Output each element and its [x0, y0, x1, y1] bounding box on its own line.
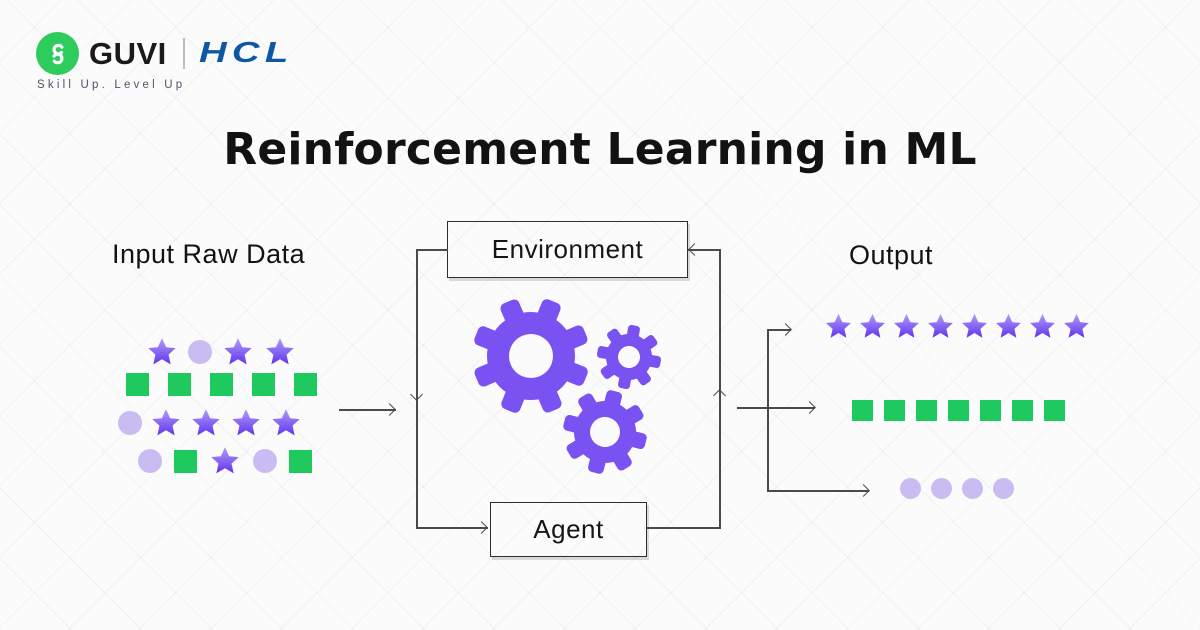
star-shape	[224, 338, 252, 365]
output-branch-line	[767, 329, 769, 492]
circle-shape	[900, 478, 921, 499]
output-main-arrowhead-icon	[803, 401, 816, 414]
environment-box-label: Environment	[491, 234, 644, 264]
star-shape	[232, 409, 260, 436]
star-shape	[860, 313, 885, 338]
star-shape	[894, 313, 919, 338]
star-shape	[152, 409, 180, 436]
loop-to-agent-line	[416, 527, 488, 529]
input-shape-row	[146, 336, 296, 368]
output-main-line	[737, 407, 815, 409]
input-arrow-line	[339, 409, 396, 411]
circle-shape	[993, 478, 1014, 499]
square-shape	[294, 373, 317, 396]
star-shape	[211, 447, 239, 474]
agent-box-label: Agent	[533, 514, 604, 544]
loop-left-top-line	[416, 249, 448, 251]
square-shape	[168, 373, 191, 396]
circle-shape	[931, 478, 952, 499]
loop-left-line	[416, 249, 418, 529]
output-stars-row	[824, 312, 1091, 341]
logo-divider	[182, 38, 186, 69]
star-shape	[928, 313, 953, 338]
square-shape	[948, 400, 969, 421]
square-shape	[289, 449, 312, 473]
output-circles-row	[900, 478, 1014, 499]
square-shape	[1044, 400, 1065, 421]
output-top-arrowhead-icon	[779, 323, 792, 336]
star-shape	[962, 313, 987, 338]
star-shape	[996, 313, 1021, 338]
star-shape	[826, 313, 851, 338]
input-shape-row	[118, 407, 302, 439]
environment-arrowhead-icon	[688, 243, 701, 256]
loop-right-line	[719, 249, 721, 529]
guvi-logo-icon	[36, 32, 79, 75]
star-shape	[266, 338, 294, 365]
brand-logo: GUVI HCL	[36, 32, 289, 75]
star-shape	[1064, 313, 1089, 338]
circle-shape	[118, 411, 142, 435]
circle-shape	[188, 340, 212, 364]
loop-right-top-line	[688, 249, 721, 251]
circle-shape	[138, 449, 162, 473]
output-bottom-branch-line	[767, 490, 869, 492]
square-shape	[916, 400, 937, 421]
agent-arrowhead-icon	[475, 521, 488, 534]
star-shape	[272, 409, 300, 436]
agent-box: Agent	[490, 502, 647, 557]
output-label: Output	[849, 240, 934, 270]
environment-box: Environment	[447, 221, 688, 278]
guvi-g-glyph	[51, 43, 64, 64]
input-arrowhead-icon	[383, 403, 396, 416]
loop-up-arrowhead-icon	[713, 389, 726, 402]
star-shape	[192, 409, 220, 436]
square-shape	[126, 373, 149, 396]
output-squares-row	[852, 400, 1065, 421]
square-shape	[252, 373, 275, 396]
hcl-wordmark: HCL	[199, 37, 294, 69]
star-shape	[148, 338, 176, 365]
square-shape	[884, 400, 905, 421]
square-shape	[174, 449, 197, 473]
square-shape	[980, 400, 1001, 421]
square-shape	[210, 373, 233, 396]
loop-right-bottom-line	[646, 527, 721, 529]
output-top-branch-line	[767, 329, 791, 331]
gears-icon	[474, 299, 662, 474]
circle-shape	[253, 449, 277, 473]
brand-tagline: Skill Up. Level Up	[37, 79, 186, 91]
star-shape	[1030, 313, 1055, 338]
square-shape	[1012, 400, 1033, 421]
input-shape-row	[126, 373, 317, 396]
square-shape	[852, 400, 873, 421]
loop-down-arrowhead-icon	[410, 388, 423, 401]
guvi-wordmark: GUVI	[89, 35, 167, 71]
circle-shape	[962, 478, 983, 499]
input-label: Input Raw Data	[112, 239, 306, 269]
page-title: Reinforcement Learning in ML	[223, 124, 977, 175]
output-bottom-arrowhead-icon	[857, 484, 870, 497]
input-shape-row	[138, 445, 312, 477]
